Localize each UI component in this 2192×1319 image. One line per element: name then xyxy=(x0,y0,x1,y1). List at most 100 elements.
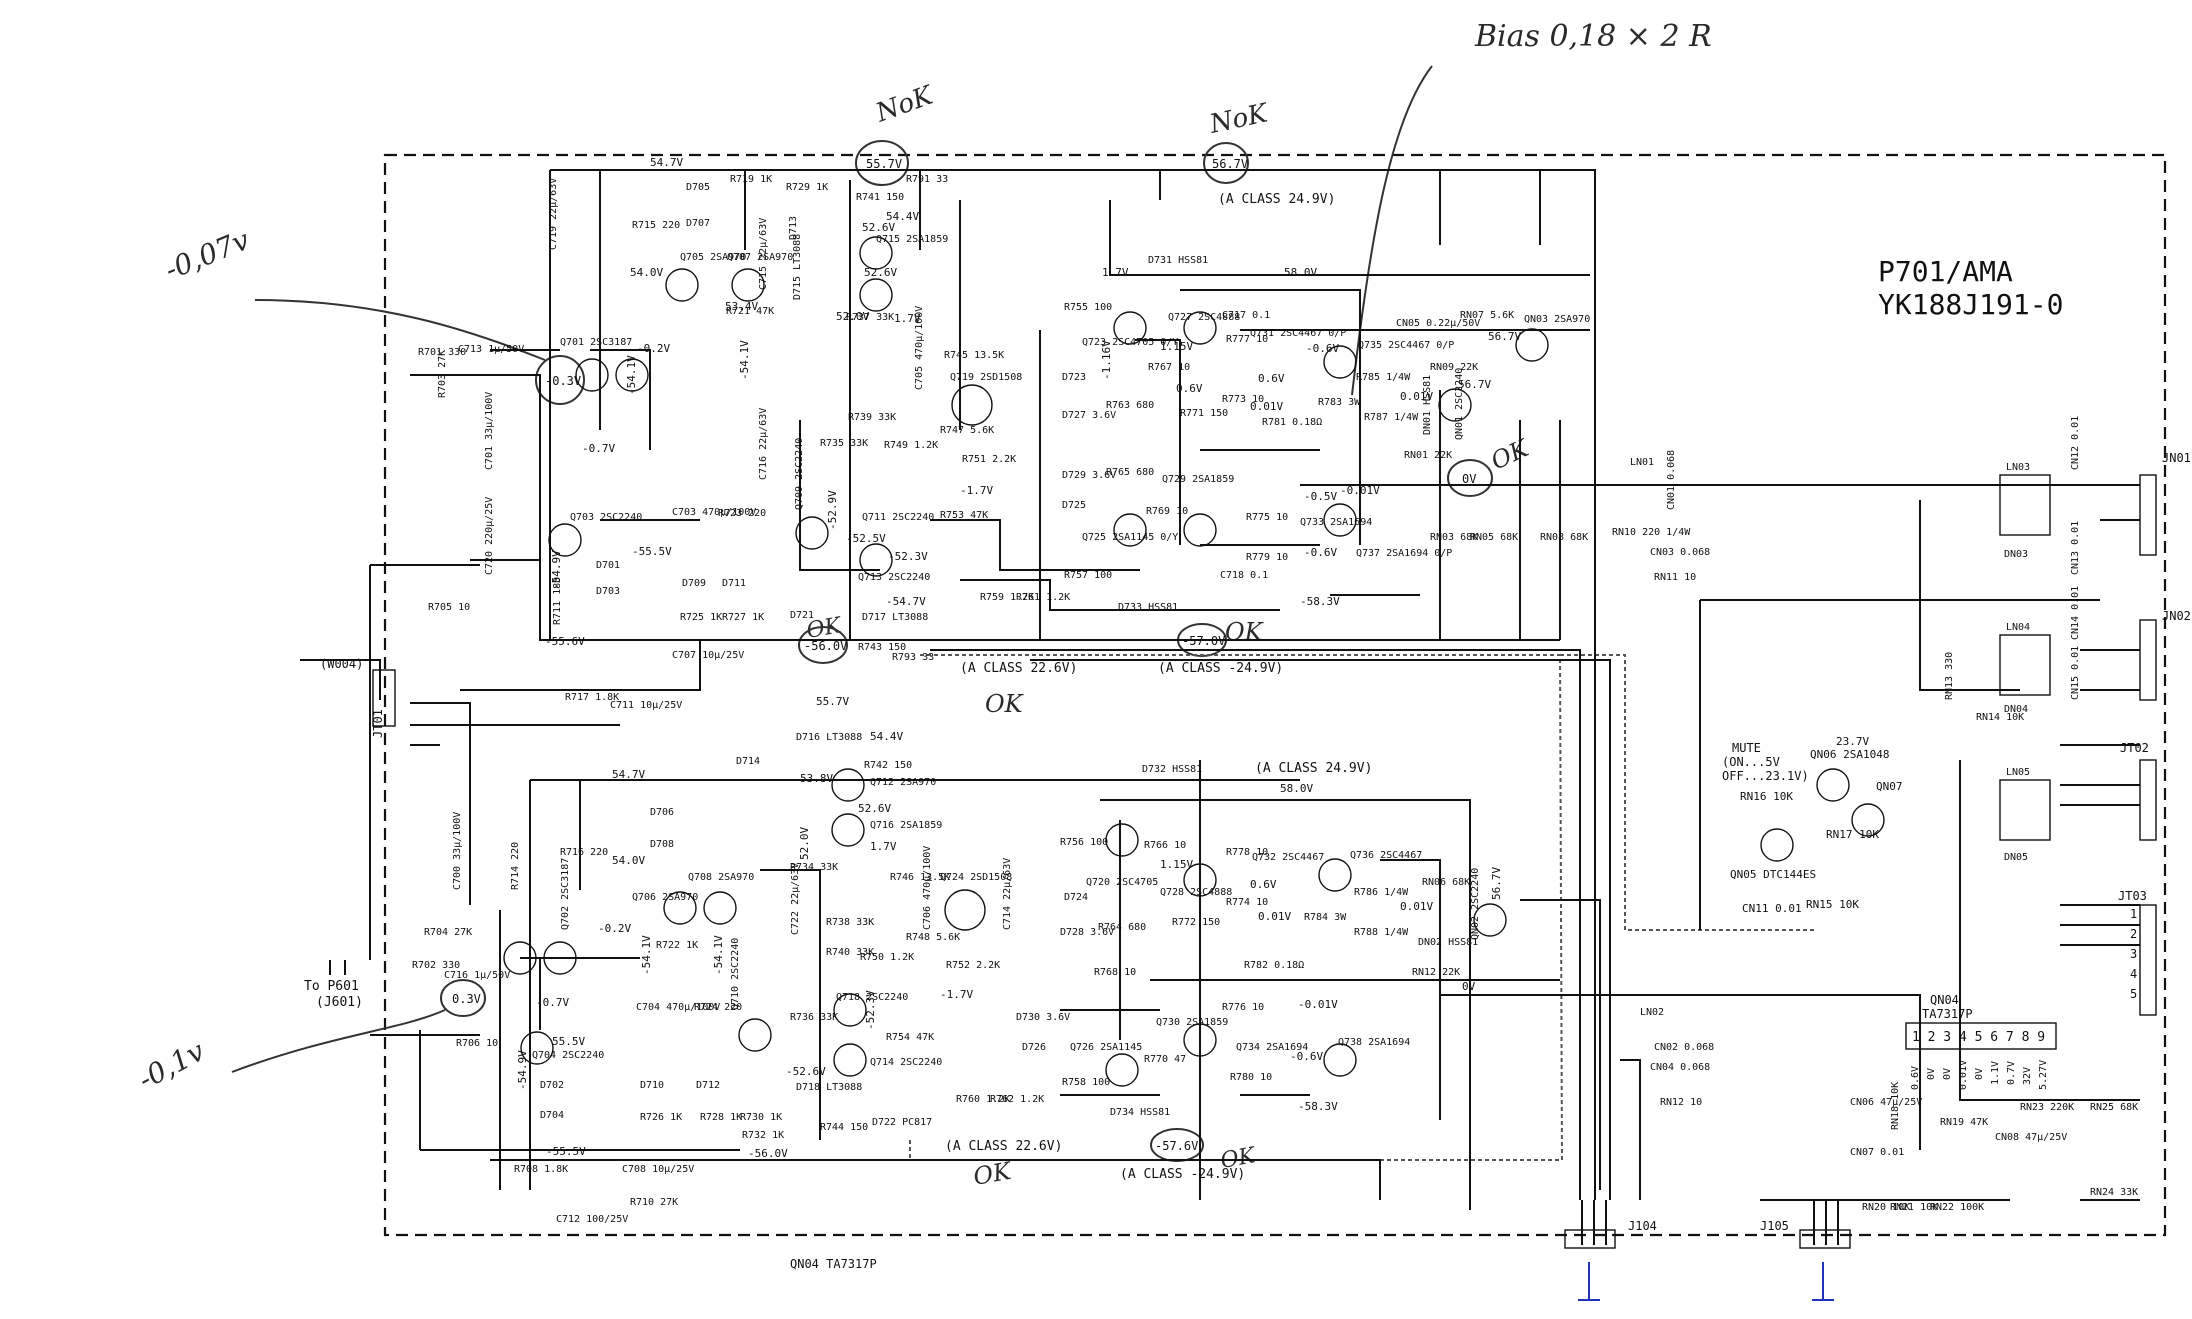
output-section-ln03-label: LN03 xyxy=(2006,462,2030,473)
schematic-line-125 xyxy=(1799,1229,1851,1249)
schematic-line-70 xyxy=(410,702,471,905)
parts-top-r761-label: R761 1.2K xyxy=(1016,592,1070,603)
connectors-jt01-label: JT01 xyxy=(371,709,385,738)
parts-top-d707-label: D707 xyxy=(686,218,710,229)
voltages-top-vm58-3-label: -58.3V xyxy=(1300,595,1340,608)
parts-bottom-q732-label: Q732 2SC4467 xyxy=(1252,852,1324,863)
parts-bottom-d718-label: D718 LT3088 xyxy=(796,1082,862,1093)
parts-top-q727-label: Q727 2SC4888 xyxy=(1168,312,1240,323)
parts-top-r739-label: R739 33K xyxy=(848,412,896,423)
schematic-line-86 xyxy=(951,384,993,426)
schematic-line-75 xyxy=(1578,1262,1600,1301)
parts-top-c701-label: C701 33µ/100V xyxy=(484,392,495,470)
parts-bottom-r742-label: R742 150 xyxy=(864,760,912,771)
parts-bottom-r706-label: R706 10 xyxy=(456,1038,498,1049)
voltages-top-v0-6c-label: -0.6V xyxy=(1306,342,1339,355)
mute-qn05-label: QN05 DTC144ES xyxy=(1730,868,1816,881)
parts-top-q719-label: Q719 2SD1508 xyxy=(950,372,1022,383)
schematic-line-120 xyxy=(2139,619,2157,701)
parts-top-r783-label: R783 3W xyxy=(1318,397,1361,408)
output-section-rn22-label: RN22 100K xyxy=(1930,1202,1984,1213)
schematic-line-114 xyxy=(1760,828,1794,862)
transistors xyxy=(503,236,1885,1087)
circle-56-0v xyxy=(798,626,848,664)
output-section-rn24-label: RN24 33K xyxy=(2090,1187,2138,1198)
output-section-dn05-label: DN05 xyxy=(2004,852,2028,863)
parts-top-r735-label: R735 33K xyxy=(820,438,868,449)
output-section-dn04-label: DN04 xyxy=(2004,704,2028,715)
voltages-top-v0-01-label: 0.01V xyxy=(1250,400,1283,413)
parts-top-d709-label: D709 xyxy=(682,578,706,589)
parts-bottom-r722-label: R722 1K xyxy=(656,940,698,951)
voltages-top-v56-7b-label: 56.7V xyxy=(1458,378,1491,391)
output-section-pin-3-label: 3 xyxy=(2130,947,2137,961)
parts-bottom-r774-label: R774 10 xyxy=(1226,897,1268,908)
schematic-line-40 xyxy=(1030,659,1611,1200)
parts-bottom-q708-label: Q708 2SA970 xyxy=(688,872,754,883)
mute-rn17-label: RN17 10K xyxy=(1826,828,1879,841)
schematic-line-83 xyxy=(859,278,893,312)
output-section-rn21-label: RN21 10K xyxy=(1890,1202,1938,1213)
output-section-qn04-v6-label: 1.1V xyxy=(1990,1061,2001,1085)
mute-on-label: (ON...5V xyxy=(1722,755,1780,769)
parts-bottom-q736-label: Q736 2SC4467 xyxy=(1350,850,1422,861)
top-parts: Q701 2SC3187 Q703 2SC2240 Q705 2SA970 Q7… xyxy=(418,174,1590,711)
voltages-top-vm0-5-label: -0.5V xyxy=(1304,490,1337,503)
voltages-bottom-vm56-0-label: -56.0V xyxy=(748,1147,788,1160)
parts-bottom-c704-label: C704 470µ/100V xyxy=(636,1002,720,1013)
parts-bottom-r776-label: R776 10 xyxy=(1222,1002,1264,1013)
parts-top-r717-label: R717 1.8K xyxy=(565,692,619,703)
parts-bottom-r762-label: R762 1.2K xyxy=(990,1094,1044,1105)
parts-top-c703-label: C703 470µ/100V xyxy=(672,507,756,518)
voltages-bottom-vm52-6-label: -52.6V xyxy=(786,1065,826,1078)
voltages-top-vm55-6-label: -55.6V xyxy=(545,635,585,648)
parts-top-r705-label: R705 10 xyxy=(428,602,470,613)
class-labels-bot-pos-label: (A CLASS 24.9V) xyxy=(1255,761,1372,776)
output-section-cn14-label: CN14 0.01 xyxy=(2070,586,2081,640)
schematic-line-107 xyxy=(1105,1053,1139,1087)
parts-top-c720-label: C720 220µ/25V xyxy=(484,497,495,575)
parts-top-c705-label: C705 470µ/100V xyxy=(914,306,925,390)
voltages-top-v1-15-label: 1.15V xyxy=(1160,340,1193,353)
parts-top-c715-label: C715 22µ/63V xyxy=(758,218,769,290)
voltages-top-v54-4-label: 54.4V xyxy=(886,210,919,223)
schematic-line-68 xyxy=(300,659,381,700)
schematic-line-78 xyxy=(615,358,649,392)
output-section-dn03-label: DN03 xyxy=(2004,549,2028,560)
parts-bottom-r746-label: R746 13.5K xyxy=(890,872,950,883)
ok-note-1: OK xyxy=(1487,433,1535,475)
parts-top-q703-label: Q703 2SC2240 xyxy=(570,512,642,523)
parts-top-r743-label: R743 150 xyxy=(858,642,906,653)
schematic-line-35 xyxy=(799,420,880,571)
mute-qn06-label: QN06 2SA1048 xyxy=(1810,748,1889,761)
parts-top-r781-label: R781 0.18Ω xyxy=(1262,417,1322,428)
parts-top-q711-label: Q711 2SC2240 xyxy=(862,512,934,523)
schematic-line-25 xyxy=(460,640,701,691)
voltages-bottom-vm0-2-label: -0.2V xyxy=(598,922,631,935)
parts-bottom-d714-label: D714 xyxy=(736,756,760,767)
voltages-top-vm0-6-label: -0.6V xyxy=(1304,546,1337,559)
parts-bottom-q734-label: Q734 2SA1694 xyxy=(1236,1042,1308,1053)
output-section-qn04-v9-label: 5.27V xyxy=(2038,1060,2049,1090)
parts-top-r763-label: R763 680 xyxy=(1106,400,1154,411)
parts-bottom-c708-label: C708 10µ/25V xyxy=(622,1164,694,1175)
output-section-cn03-label: CN03 0.068 xyxy=(1650,547,1710,558)
parts-bottom-d712-label: D712 xyxy=(696,1080,720,1091)
output-section-cn15-label: CN15 0.01 xyxy=(2070,646,2081,700)
voltages-bottom-vm0-7-label: -0.7V xyxy=(536,996,569,1009)
output-section-qn04-v2-label: 0V xyxy=(1926,1068,1937,1080)
schematic-line-29 xyxy=(1200,449,1320,546)
voltages-bottom-v0-01-label: 0.01V xyxy=(1258,910,1291,923)
parts-bottom-d734-label: D734 HSS81 xyxy=(1110,1107,1170,1118)
output-section-rn12-label: RN12 10 xyxy=(1660,1097,1702,1108)
schematic-line-28 xyxy=(1135,339,1181,545)
connectors-j104-label: J104 xyxy=(1628,1219,1657,1233)
parts-top-c707-label: C707 10µ/25V xyxy=(672,650,744,661)
parts-bottom-c700-label: C700 33µ/100V xyxy=(452,812,463,890)
schematic-line-41 xyxy=(930,649,1581,1200)
parts-bottom-d728-label: D728 3.6V xyxy=(1060,927,1114,938)
output-section-rn20-label: RN20 10K xyxy=(1862,1202,1910,1213)
schematic-line-39 xyxy=(960,579,1280,611)
parts-bottom-q730-label: Q730 2SA1859 xyxy=(1156,1017,1228,1028)
voltages-top-v54-7-label: 54.7V xyxy=(650,156,683,169)
